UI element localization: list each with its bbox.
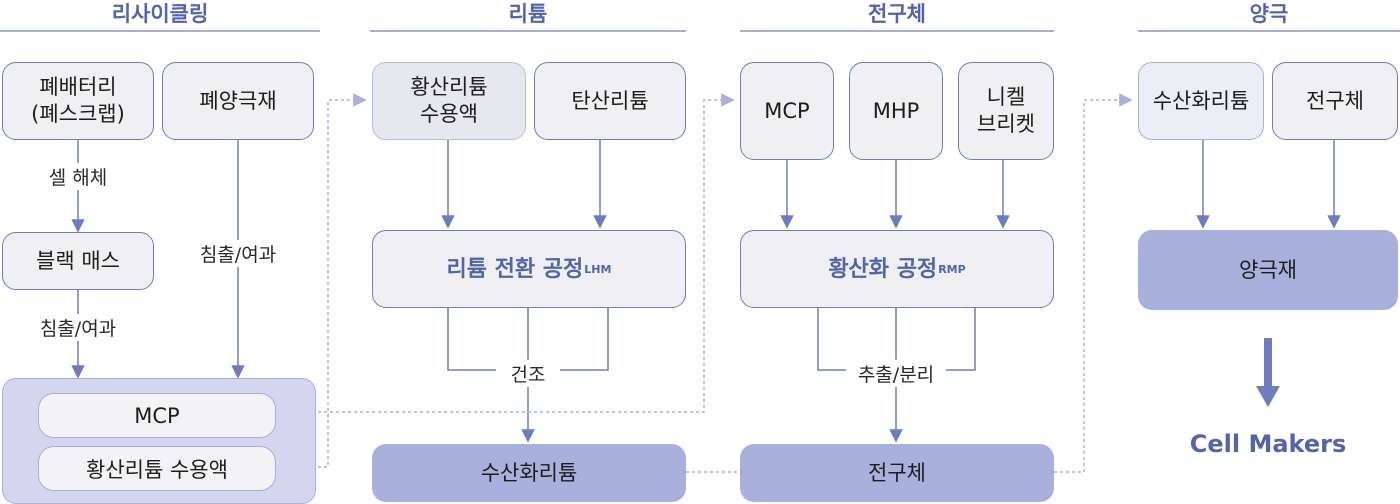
pill-lithium-sulfate-solution: 황산리튬 수용액	[38, 446, 276, 491]
box-mcp: MCP	[740, 62, 834, 160]
header-precursor: 전구체	[868, 2, 926, 26]
header-rule	[370, 30, 686, 32]
process-name: 리튬 전환 공정	[446, 256, 584, 282]
header-rule	[1138, 30, 1400, 32]
box-lithium-hydroxide: 수산화리튬	[372, 444, 686, 502]
label-dry: 건조	[496, 360, 560, 387]
box-cathode-precursor: 전구체	[1272, 62, 1398, 140]
box-mhp: MHP	[849, 62, 943, 160]
header-rule	[740, 30, 1054, 32]
label-cell-dismantle: 셀 해체	[30, 163, 126, 190]
header-lithium: 리튬	[508, 2, 548, 26]
box-cathode-material: 양극재	[1138, 230, 1398, 310]
box-black-mass: 블랙 매스	[2, 232, 154, 290]
box-lithium-carbonate: 탄산리튬	[534, 62, 686, 140]
dotted-mcp-to-precursor	[276, 93, 735, 413]
label-leach-filter: 침출/여과	[26, 314, 130, 341]
process-sup: RMP	[938, 262, 966, 276]
header-recycling: 리사이클링	[111, 2, 209, 26]
label-leach-filter: 침출/여과	[186, 240, 290, 267]
header-rule	[0, 30, 320, 32]
box-nickel-briquette: 니켈 브리켓	[958, 62, 1054, 160]
box-precursor-output: 전구체	[740, 444, 1054, 502]
box-lithium-sulfate-solution: 황산리튬 수용액	[372, 62, 526, 140]
big-arrow-shaft	[1264, 338, 1272, 388]
box-waste-cathode: 폐양극재	[162, 62, 314, 140]
pill-mcp: MCP	[38, 393, 276, 438]
process-name: 황산화 공정	[828, 256, 938, 282]
box-cathode-lithium-hydroxide: 수산화리튬	[1138, 62, 1264, 140]
dotted-precursor-to-cathode	[1054, 93, 1133, 473]
process-sup: LHM	[584, 262, 612, 276]
label-extract-separate: 추출/분리	[846, 360, 946, 387]
label-cell-makers: Cell Makers	[1189, 430, 1347, 458]
big-arrow-head	[1256, 386, 1280, 407]
header-cathode: 양극	[1249, 2, 1289, 26]
box-waste-battery-scrap: 폐배터리 (폐스크랩)	[2, 62, 154, 140]
